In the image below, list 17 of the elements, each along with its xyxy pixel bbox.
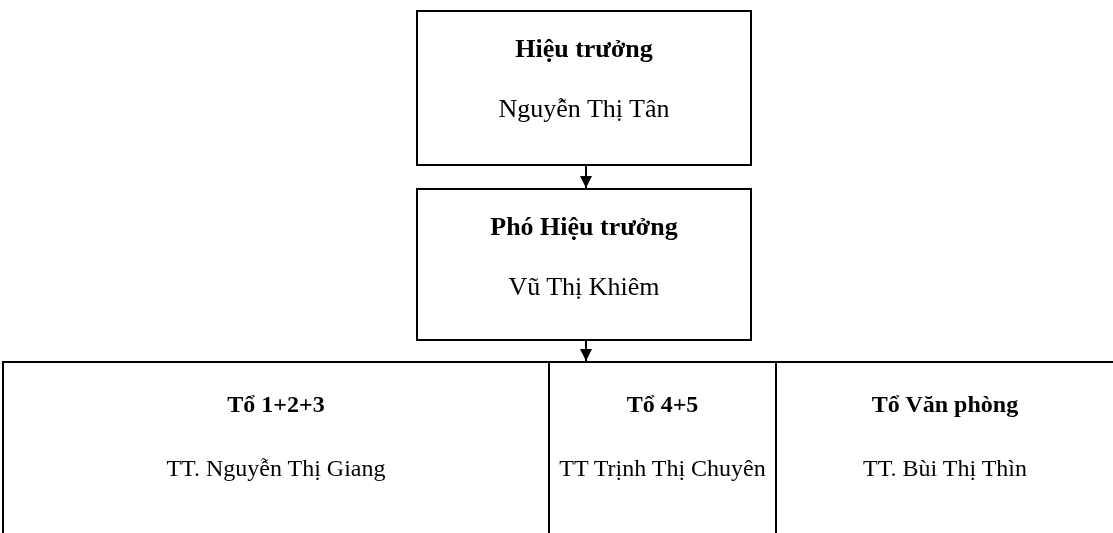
unit-title: Tổ 4+5 <box>626 391 699 418</box>
person-name: Nguyễn Thị Tân <box>498 94 670 124</box>
unit-title: Tổ Văn phòng <box>871 391 1019 418</box>
unit-title: Hiệu trưởng <box>515 34 653 64</box>
org-box <box>416 188 752 341</box>
arrow <box>580 165 592 189</box>
org-box <box>416 10 752 166</box>
person-name: TT Trịnh Thị Chuyên <box>559 455 766 482</box>
table-cell <box>2 361 548 533</box>
table-cell <box>775 361 1113 533</box>
person-name: TT. Nguyễn Thị Giang <box>166 455 386 482</box>
table-cell <box>548 361 775 533</box>
person-name: TT. Bùi Thị Thìn <box>863 455 1027 482</box>
person-name: Vũ Thị Khiêm <box>508 272 660 302</box>
unit-title: Phó Hiệu trưởng <box>490 212 678 242</box>
arrow <box>580 340 592 362</box>
unit-title: Tổ 1+2+3 <box>227 391 325 418</box>
